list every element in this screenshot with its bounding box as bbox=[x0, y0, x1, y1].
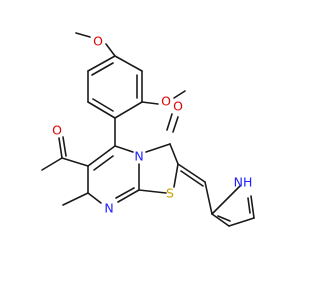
atom-label-oxygen: O bbox=[173, 99, 183, 114]
bond bbox=[92, 98, 114, 112]
bond bbox=[217, 215, 231, 222]
bond bbox=[173, 90, 186, 99]
bond bbox=[145, 143, 171, 153]
bond bbox=[115, 187, 135, 199]
bond bbox=[211, 213, 230, 227]
bond bbox=[87, 145, 116, 167]
bond bbox=[228, 217, 255, 227]
bond bbox=[114, 145, 134, 153]
bond bbox=[114, 101, 143, 119]
bond bbox=[204, 181, 213, 215]
atom-label-nh: NH bbox=[234, 175, 253, 190]
bond bbox=[114, 55, 143, 72]
bond bbox=[180, 170, 204, 187]
atom-label-oxygen: O bbox=[52, 123, 62, 138]
bond bbox=[177, 163, 206, 183]
bond bbox=[166, 113, 173, 131]
bond bbox=[61, 157, 89, 167]
bond bbox=[62, 192, 89, 206]
atom-label-oxygen: O bbox=[161, 94, 171, 109]
bond bbox=[91, 62, 114, 76]
bond bbox=[41, 157, 63, 171]
atom-label-nitrogen: N bbox=[134, 149, 143, 164]
bond bbox=[75, 32, 91, 38]
bond bbox=[87, 192, 102, 204]
atom-label-oxygen: O bbox=[93, 34, 103, 49]
bond bbox=[250, 195, 255, 219]
bond bbox=[105, 43, 116, 57]
atom-labels: O O O O N N S NH bbox=[52, 34, 252, 216]
bond bbox=[138, 189, 167, 194]
structure-diagram: O O O O N N S NH bbox=[41, 32, 255, 227]
atom-label-sulfur: S bbox=[166, 186, 174, 201]
bond bbox=[247, 197, 251, 214]
bonds bbox=[41, 32, 255, 227]
bond bbox=[62, 136, 67, 157]
bond bbox=[211, 185, 241, 215]
bond bbox=[93, 155, 114, 171]
bond bbox=[87, 101, 116, 119]
bond bbox=[58, 137, 63, 159]
bond bbox=[117, 189, 140, 203]
molecule-svg: O O O O N N S NH bbox=[41, 32, 255, 227]
bond bbox=[169, 143, 179, 165]
bond bbox=[172, 116, 179, 133]
bond bbox=[173, 163, 179, 188]
atom-label-nitrogen: N bbox=[104, 201, 113, 216]
bond bbox=[87, 55, 116, 72]
bond bbox=[141, 101, 159, 105]
